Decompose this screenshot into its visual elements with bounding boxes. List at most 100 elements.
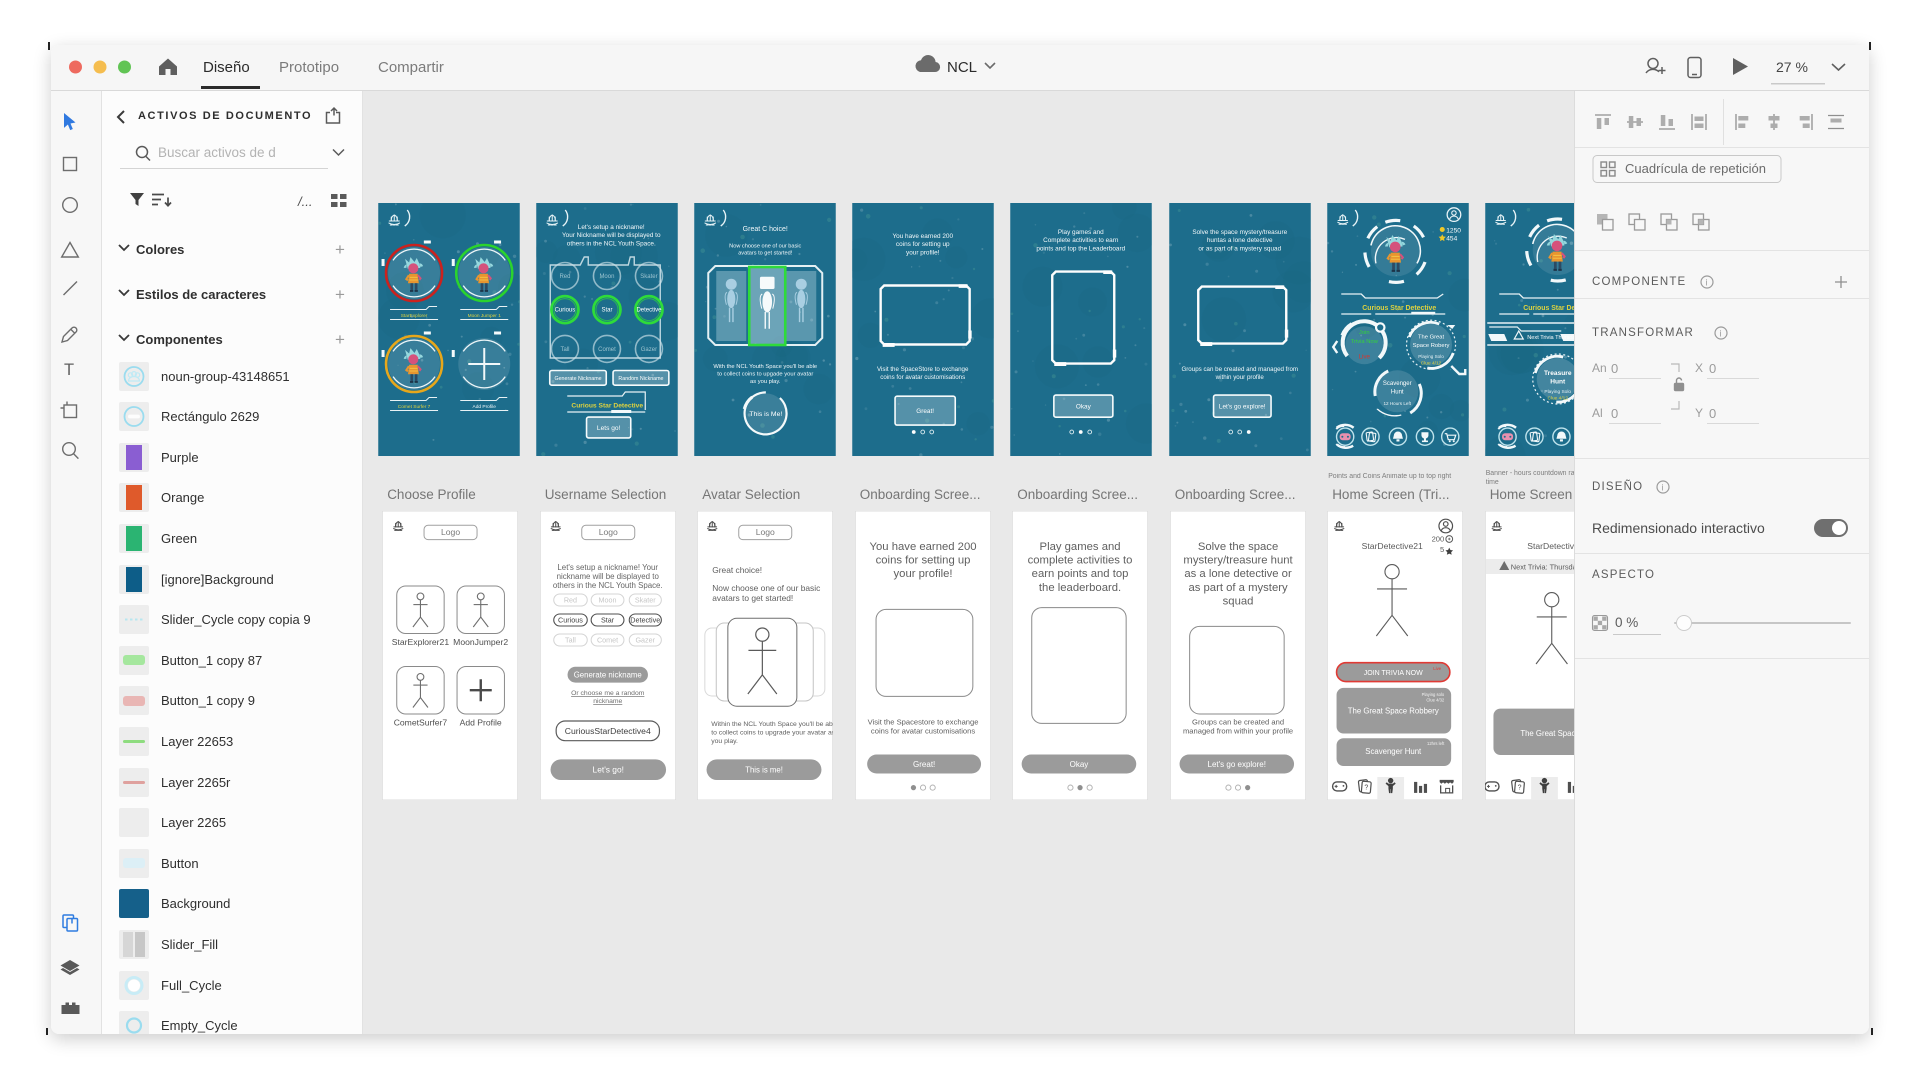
- svg-text:Next Trivia Thursday: Next Trivia Thursday: [1527, 335, 1574, 341]
- svg-text:earn points and top: earn points and top: [1032, 568, 1129, 580]
- svg-text:i: i: [1706, 278, 1708, 288]
- svg-text:StarExplorer21: StarExplorer21: [392, 637, 450, 647]
- svg-text:?: ?: [1517, 784, 1521, 791]
- svg-text:StarExplorer: StarExplorer: [401, 313, 428, 319]
- svg-text:StarDetective21: StarDetective21: [1527, 541, 1574, 551]
- svg-text:coins for setting up: coins for setting up: [875, 555, 970, 567]
- svg-text:Star: Star: [601, 616, 615, 625]
- svg-text:CuriousStarDetective4: CuriousStarDetective4: [564, 726, 650, 736]
- svg-text:points and top the Leaderboard: points and top the Leaderboard: [1037, 245, 1126, 252]
- svg-text:This is me!: This is me!: [745, 766, 783, 775]
- svg-text:Okay: Okay: [1076, 404, 1092, 411]
- svg-text:to collect coins to upgade you: to collect coins to upgade your avatar: [717, 371, 813, 377]
- svg-text:managed from within your profi: managed from within your profile: [1183, 727, 1293, 736]
- svg-text:within your profile: within your profile: [1214, 374, 1264, 381]
- svg-text:nickname: nickname: [593, 698, 622, 705]
- svg-text:Lets go!: Lets go!: [597, 425, 621, 432]
- svg-text:nickname will be displayed to: nickname will be displayed to: [556, 572, 659, 581]
- svg-text:The Great: The Great: [1418, 335, 1444, 341]
- svg-text:Great C hoice!: Great C hoice!: [743, 226, 788, 233]
- svg-text:Next Trivia: Thursday: Next Trivia: Thursday: [1510, 562, 1574, 571]
- svg-text:Moon Jumper 1: Moon Jumper 1: [468, 313, 502, 319]
- svg-text:Hunt: Hunt: [1391, 390, 1404, 396]
- svg-text:Great!: Great!: [913, 760, 935, 769]
- svg-text:Random Nickname: Random Nickname: [619, 376, 664, 382]
- svg-text:Gazer: Gazer: [641, 347, 657, 353]
- svg-text:Your Nickname will be displaye: Your Nickname will be displayed to: [562, 232, 661, 239]
- svg-text:Clue 4/12: Clue 4/12: [1420, 361, 1441, 367]
- svg-text:Red: Red: [564, 596, 577, 605]
- svg-text:Logo: Logo: [441, 527, 460, 537]
- svg-text:you play.: you play.: [711, 738, 738, 745]
- svg-text:With the NCL Youth Space you'l: With the NCL Youth Space you'll be able: [714, 364, 818, 370]
- svg-text:Live: Live: [1358, 354, 1370, 361]
- svg-text:Hunt: Hunt: [1550, 379, 1566, 386]
- svg-text:Let's go!: Let's go!: [592, 765, 623, 775]
- svg-text:Play games and: Play games and: [1058, 229, 1104, 236]
- svg-text:Clue 4/12: Clue 4/12: [1547, 396, 1568, 402]
- svg-text:Add Profile: Add Profile: [473, 404, 497, 410]
- svg-text:Moon: Moon: [600, 274, 615, 280]
- svg-text:5: 5: [1440, 545, 1444, 554]
- svg-text:Let's setup a nickname!: Let's setup a nickname!: [578, 224, 645, 231]
- svg-text:Join: Join: [1359, 330, 1370, 336]
- svg-text:Let's setup a nickname! Your: Let's setup a nickname! Your: [557, 563, 658, 572]
- svg-text:The Great Space Rob: The Great Space Rob: [1520, 729, 1574, 738]
- svg-text:avatars to get started!: avatars to get started!: [712, 593, 793, 603]
- svg-text:Detective: Detective: [637, 308, 663, 314]
- svg-text:as you play.: as you play.: [750, 379, 781, 385]
- svg-text:Playing solo: Playing solo: [1422, 692, 1445, 697]
- svg-text:Space Robery: Space Robery: [1412, 343, 1449, 349]
- svg-text:Now choose one of our basic: Now choose one of our basic: [712, 583, 820, 593]
- svg-text:Let's go explore!: Let's go explore!: [1218, 404, 1265, 411]
- svg-text:Red: Red: [560, 274, 571, 280]
- svg-text:mystery/treasure hunt: mystery/treasure hunt: [1183, 555, 1293, 567]
- svg-text:Groups can be created and mana: Groups can be created and managed from: [1181, 366, 1298, 373]
- svg-text:Scavenger Hunt: Scavenger Hunt: [1365, 747, 1422, 756]
- svg-text:JOIN TRIVIA NOW: JOIN TRIVIA NOW: [1364, 670, 1423, 677]
- svg-text:the leaderboard.: the leaderboard.: [1039, 582, 1121, 594]
- svg-text:Logo: Logo: [756, 527, 775, 537]
- svg-text:Great!: Great!: [917, 408, 935, 415]
- svg-text:Great choice!: Great choice!: [712, 565, 762, 575]
- svg-text:Solve the space: Solve the space: [1198, 541, 1278, 553]
- svg-text:i: i: [1720, 329, 1722, 339]
- svg-text:to collect coins to upgrade yo: to collect coins to upgrade your avatar …: [711, 729, 833, 736]
- svg-text:Detective: Detective: [630, 616, 660, 625]
- svg-text:Curious: Curious: [558, 616, 583, 625]
- svg-text:12 Hours Left: 12 Hours Left: [1383, 401, 1411, 406]
- svg-text:/...: /...: [297, 194, 312, 209]
- svg-text:Solve the space mystery/treasu: Solve the space mystery/treasure: [1192, 229, 1287, 236]
- svg-text:StarDetective21: StarDetective21: [1362, 541, 1423, 551]
- svg-text:Now choose one of our basic: Now choose one of our basic: [729, 244, 801, 250]
- svg-text:Treasure: Treasure: [1544, 370, 1572, 377]
- svg-text:Visit the SpaceStore to exchan: Visit the SpaceStore to exchange: [877, 366, 969, 373]
- svg-text:You have earned 200: You have earned 200: [869, 541, 976, 553]
- svg-text:coins for avatar customisation: coins for avatar customisations: [871, 727, 975, 736]
- svg-text:others in the NCL Youth Space.: others in the NCL Youth Space.: [553, 581, 663, 590]
- svg-text:Visit the Spacestore to exchan: Visit the Spacestore to exchange: [867, 718, 978, 727]
- svg-text:CometSurfer7: CometSurfer7: [394, 717, 448, 727]
- svg-text:squad: squad: [1222, 595, 1253, 607]
- svg-text:Tall: Tall: [565, 636, 576, 645]
- svg-text:Scavenger: Scavenger: [1383, 381, 1412, 387]
- svg-text:as a lone detective or: as a lone detective or: [1184, 568, 1292, 580]
- svg-text:avatars to get started!: avatars to get started!: [738, 251, 793, 257]
- svg-text:Playing Solo: Playing Solo: [1418, 354, 1444, 359]
- svg-text:12hrs left: 12hrs left: [1427, 741, 1445, 746]
- svg-text:Star: Star: [602, 308, 613, 314]
- svg-text:Play games and: Play games and: [1040, 541, 1121, 553]
- svg-text:Generate nickname: Generate nickname: [573, 671, 641, 680]
- svg-text:Comet: Comet: [597, 636, 618, 645]
- svg-text:Groups can be created and: Groups can be created and: [1192, 718, 1284, 727]
- svg-text:huntas a lone detective: huntas a lone detective: [1206, 237, 1272, 244]
- svg-text:as part of a mystery: as part of a mystery: [1188, 582, 1288, 594]
- svg-text:This is Me!: This is Me!: [750, 411, 783, 418]
- svg-text:454: 454: [1446, 236, 1457, 243]
- svg-text:Skater: Skater: [635, 596, 656, 605]
- svg-text:Logo: Logo: [598, 527, 617, 537]
- svg-text:others in the NCL Youth Space.: others in the NCL Youth Space.: [567, 240, 656, 247]
- svg-text:MoonJumper2: MoonJumper2: [453, 637, 508, 647]
- svg-text:your profile!: your profile!: [893, 568, 952, 580]
- svg-text:Add Profile: Add Profile: [460, 717, 502, 727]
